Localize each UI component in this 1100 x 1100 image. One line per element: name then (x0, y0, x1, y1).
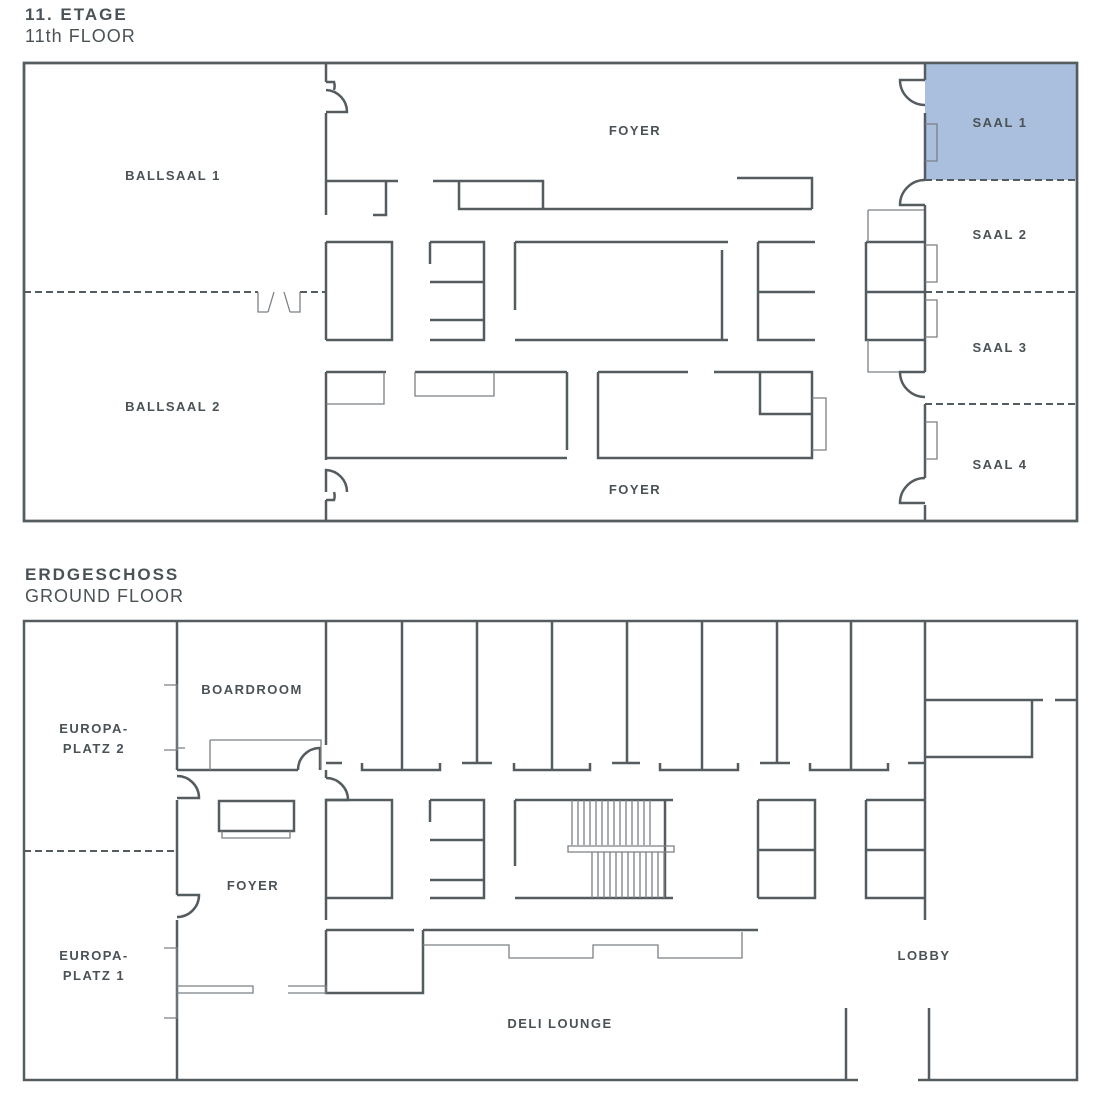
room-europaplatz-2-line2[interactable]: PLATZ 2 (63, 741, 125, 756)
room-ballsaal-1[interactable]: BALLSAAL 1 (125, 168, 221, 183)
ground-floor-plan: BOARDROOM EUROPA- PLATZ 2 EUROPA- PLATZ … (22, 619, 1079, 1082)
ground-floor-title-en: GROUND FLOOR (25, 586, 185, 606)
ground-floor-title-de: ERDGESCHOSS (25, 565, 180, 584)
floor-11-plan: BALLSAAL 1 BALLSAAL 2 FOYER FOYER SAAL 1… (22, 61, 1079, 523)
ground-floor-header: ERDGESCHOSS GROUND FLOOR (25, 565, 184, 607)
saal-1-area[interactable] (925, 63, 1077, 180)
floor-11-header: 11. ETAGE 11th FLOOR (25, 5, 136, 47)
room-boardroom[interactable]: BOARDROOM (201, 682, 303, 697)
room-saal-4[interactable]: SAAL 4 (973, 457, 1028, 472)
floor-11-title-de: 11. ETAGE (25, 5, 128, 24)
room-saal-3[interactable]: SAAL 3 (973, 340, 1028, 355)
room-europaplatz-1-line1[interactable]: EUROPA- (59, 948, 128, 963)
room-lobby[interactable]: LOBBY (898, 948, 951, 963)
room-europaplatz-1-line2[interactable]: PLATZ 1 (63, 968, 125, 983)
room-foyer-top[interactable]: FOYER (609, 123, 661, 138)
room-foyer-ground[interactable]: FOYER (227, 878, 279, 893)
room-europaplatz-2-line1[interactable]: EUROPA- (59, 721, 128, 736)
floor-11-title-en: 11th FLOOR (25, 26, 136, 46)
room-deli-lounge[interactable]: DELI LOUNGE (507, 1016, 612, 1031)
room-saal-2[interactable]: SAAL 2 (973, 227, 1028, 242)
room-saal-1[interactable]: SAAL 1 (973, 115, 1028, 130)
room-foyer-bottom[interactable]: FOYER (609, 482, 661, 497)
room-ballsaal-2[interactable]: BALLSAAL 2 (125, 399, 221, 414)
